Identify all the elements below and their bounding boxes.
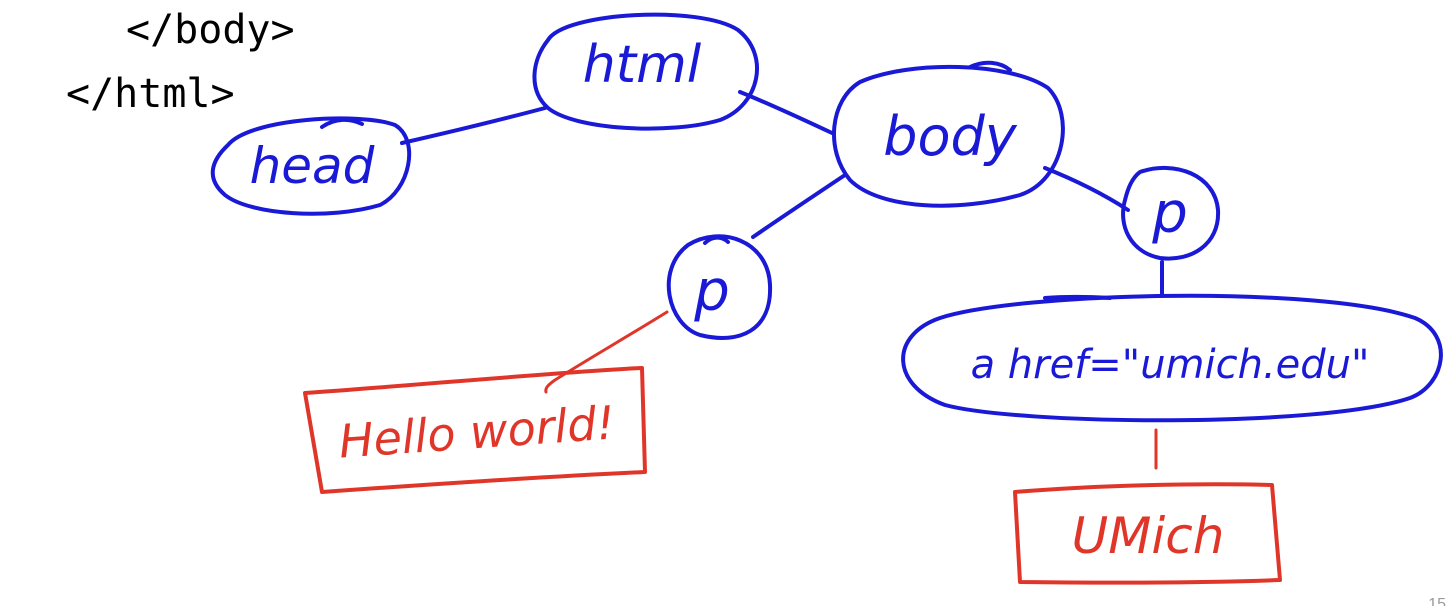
node-head-label: head <box>250 137 375 195</box>
text-node-umich-box <box>1013 482 1282 585</box>
node-p-left-shape <box>666 234 773 340</box>
text-node-hello-box <box>303 366 647 494</box>
node-p-right-label: p <box>1151 181 1188 246</box>
node-body-shape <box>832 64 1065 208</box>
node-head-shape <box>210 116 412 216</box>
edge-body-p-left <box>751 173 847 239</box>
p-left-ink-flourish <box>703 235 730 245</box>
edge-p-left-hello <box>544 310 669 394</box>
node-p-left-label: p <box>693 259 730 324</box>
body-ink-flourish <box>968 60 1012 72</box>
node-p-right-shape <box>1121 166 1221 261</box>
node-html-label: html <box>583 35 702 95</box>
head-ink-flourish <box>320 117 364 129</box>
node-body-label: body <box>883 105 1018 168</box>
node-anchor-label: a href="umich.edu" <box>971 342 1370 388</box>
text-node-umich-label: UMich <box>1072 507 1225 565</box>
edge-html-body <box>738 90 834 135</box>
code-html-close: </html> <box>66 71 235 117</box>
text-node-hello-label: Hello world! <box>337 395 616 468</box>
edge-body-p-right <box>1043 166 1130 212</box>
code-body-close: </body> <box>126 7 295 53</box>
node-anchor-shape <box>901 293 1443 423</box>
page-number: 15 <box>1428 596 1446 606</box>
edge-head-html <box>400 106 547 145</box>
node-html-shape <box>532 12 759 131</box>
